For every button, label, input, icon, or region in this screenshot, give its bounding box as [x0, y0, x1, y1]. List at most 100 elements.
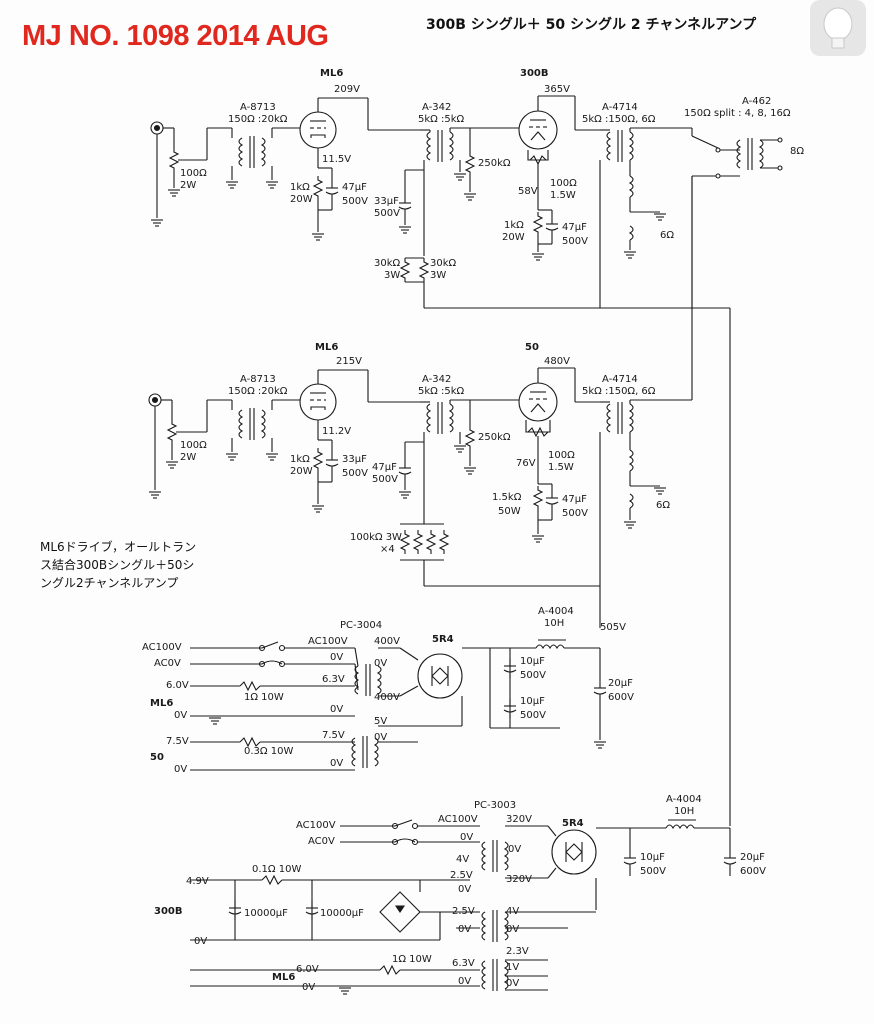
terminal-label: 1V	[506, 962, 519, 973]
component-value: 1Ω 10W	[392, 954, 432, 965]
part-spec: 5kΩ :5kΩ	[418, 386, 464, 397]
part-label: PC-3004	[340, 620, 382, 631]
interstage-transformer	[426, 401, 454, 435]
component-value: 47µF	[372, 462, 397, 473]
terminal-label: 0V	[330, 704, 343, 715]
component-value: 47µF	[562, 222, 587, 233]
part-spec: 10H	[544, 618, 564, 629]
part-spec: 150Ω split : 4, 8, 16Ω	[684, 108, 791, 119]
component-value: 600V	[740, 866, 766, 877]
terminal-label: 0V	[194, 936, 207, 947]
terminal-label: 2.5V	[450, 870, 473, 881]
schematic-subtitle: 300B シングル＋ 50 シングル 2 チャンネルアンプ	[426, 17, 757, 33]
heater-label: ML6	[150, 698, 173, 709]
part-label: A-342	[422, 102, 451, 113]
voltage-label: 76V	[516, 458, 536, 469]
terminal-label: 2.3V	[506, 946, 529, 957]
terminal-label: 0V	[330, 758, 343, 769]
component-value: 10µF	[640, 852, 665, 863]
component-value: 500V	[520, 710, 546, 721]
terminal-label: 6.0V	[296, 964, 319, 975]
volume-resistor	[169, 147, 179, 173]
terminal-label: 0V	[458, 976, 471, 987]
voltage-label: 215V	[336, 356, 362, 367]
terminal-label: 320V	[506, 874, 532, 885]
part-spec: 5kΩ :150Ω, 6Ω	[582, 114, 656, 125]
power-transformer-2	[481, 839, 509, 873]
tube-label: 5R4	[432, 634, 454, 645]
figure-caption: ML6ドライブ，オールトラン ス結合300Bシングル＋50シ ングル2チャンネル…	[40, 538, 196, 592]
component-value: 100Ω	[550, 178, 577, 189]
component-value: 10000µF	[320, 908, 364, 919]
component-value: 3W	[430, 270, 446, 281]
rectifier-5r4-2	[551, 829, 597, 875]
terminal-label: 400V	[374, 636, 400, 647]
voltage-label: 209V	[334, 84, 360, 95]
terminal-label: AC100V	[438, 814, 478, 825]
tube-label: ML6	[315, 342, 338, 353]
terminal-label: AC100V	[308, 636, 348, 647]
tube-ml6-ch1	[299, 111, 337, 149]
component-value: 100Ω	[180, 440, 207, 451]
component-value: 1kΩ	[504, 220, 524, 231]
component-value: 10000µF	[244, 908, 288, 919]
component-value: 0.1Ω 10W	[252, 864, 301, 875]
terminal-label: 6.3V	[452, 958, 475, 969]
voltage-label: 58V	[518, 186, 538, 197]
terminal-label: 7.5V	[166, 736, 189, 747]
caption-line: ML6ドライブ，オールトラン	[40, 540, 197, 554]
part-spec: 5kΩ :5kΩ	[418, 114, 464, 125]
component-value: 1.5kΩ	[492, 492, 522, 503]
voltage-label: 11.2V	[322, 426, 351, 437]
input-jack-icon[interactable]	[148, 393, 162, 407]
component-value: 100Ω	[548, 450, 575, 461]
component-value: 100kΩ 3W	[350, 532, 402, 543]
part-label: A-4004	[666, 794, 702, 805]
terminal-label: 0V	[302, 982, 315, 993]
magazine-title: MJ NO. 1098 2014 AUG	[22, 20, 329, 52]
terminal-label: 0V	[174, 764, 187, 775]
component-value: 250kΩ	[478, 158, 511, 169]
terminal-label: AC0V	[308, 836, 335, 847]
terminal-label: 0V	[460, 832, 473, 843]
terminal-label: 0V	[458, 924, 471, 935]
terminal-label: AC100V	[296, 820, 336, 831]
terminal-label: 6.3V	[322, 674, 345, 685]
output-transformer-ch2	[606, 401, 634, 435]
component-value: 47µF	[562, 494, 587, 505]
component-value: 500V	[342, 468, 368, 479]
component-value: 2W	[180, 180, 196, 191]
caption-line: ングル2チャンネルアンプ	[40, 576, 179, 590]
tube-label: 300B	[520, 68, 549, 79]
terminal-label: 7.5V	[322, 730, 345, 741]
component-value: 33µF	[374, 196, 399, 207]
output-label: 6Ω	[660, 230, 674, 241]
part-label: A-462	[742, 96, 771, 107]
terminal-label: 0V	[506, 924, 519, 935]
output-label: 8Ω	[790, 146, 804, 157]
output-label: 6Ω	[656, 500, 670, 511]
component-value: 30kΩ	[430, 258, 457, 269]
component-value: 50W	[498, 506, 521, 517]
terminal-label: 0V	[508, 844, 521, 855]
tube-50	[518, 382, 558, 422]
component-value: 20W	[290, 194, 313, 205]
output-transformer-ch1	[606, 129, 634, 163]
component-value: 0.3Ω 10W	[244, 746, 293, 757]
terminal-label: 0V	[374, 658, 387, 669]
terminal-label: 5V	[374, 716, 387, 727]
component-value: 500V	[562, 508, 588, 519]
terminal-label: 0V	[174, 710, 187, 721]
component-value: 500V	[520, 670, 546, 681]
terminal-label: 400V	[374, 692, 400, 703]
terminal-label: AC0V	[154, 658, 181, 669]
tube-label: 50	[525, 342, 539, 353]
bulb-icon	[810, 0, 866, 56]
part-spec: 150Ω :20kΩ	[228, 386, 288, 397]
part-spec: 10H	[674, 806, 694, 817]
terminal-label: 6.0V	[166, 680, 189, 691]
interstage-transformer	[426, 129, 454, 163]
input-jack-icon[interactable]	[150, 121, 164, 135]
component-value: 47µF	[342, 182, 367, 193]
output-transformer-split	[736, 137, 764, 171]
